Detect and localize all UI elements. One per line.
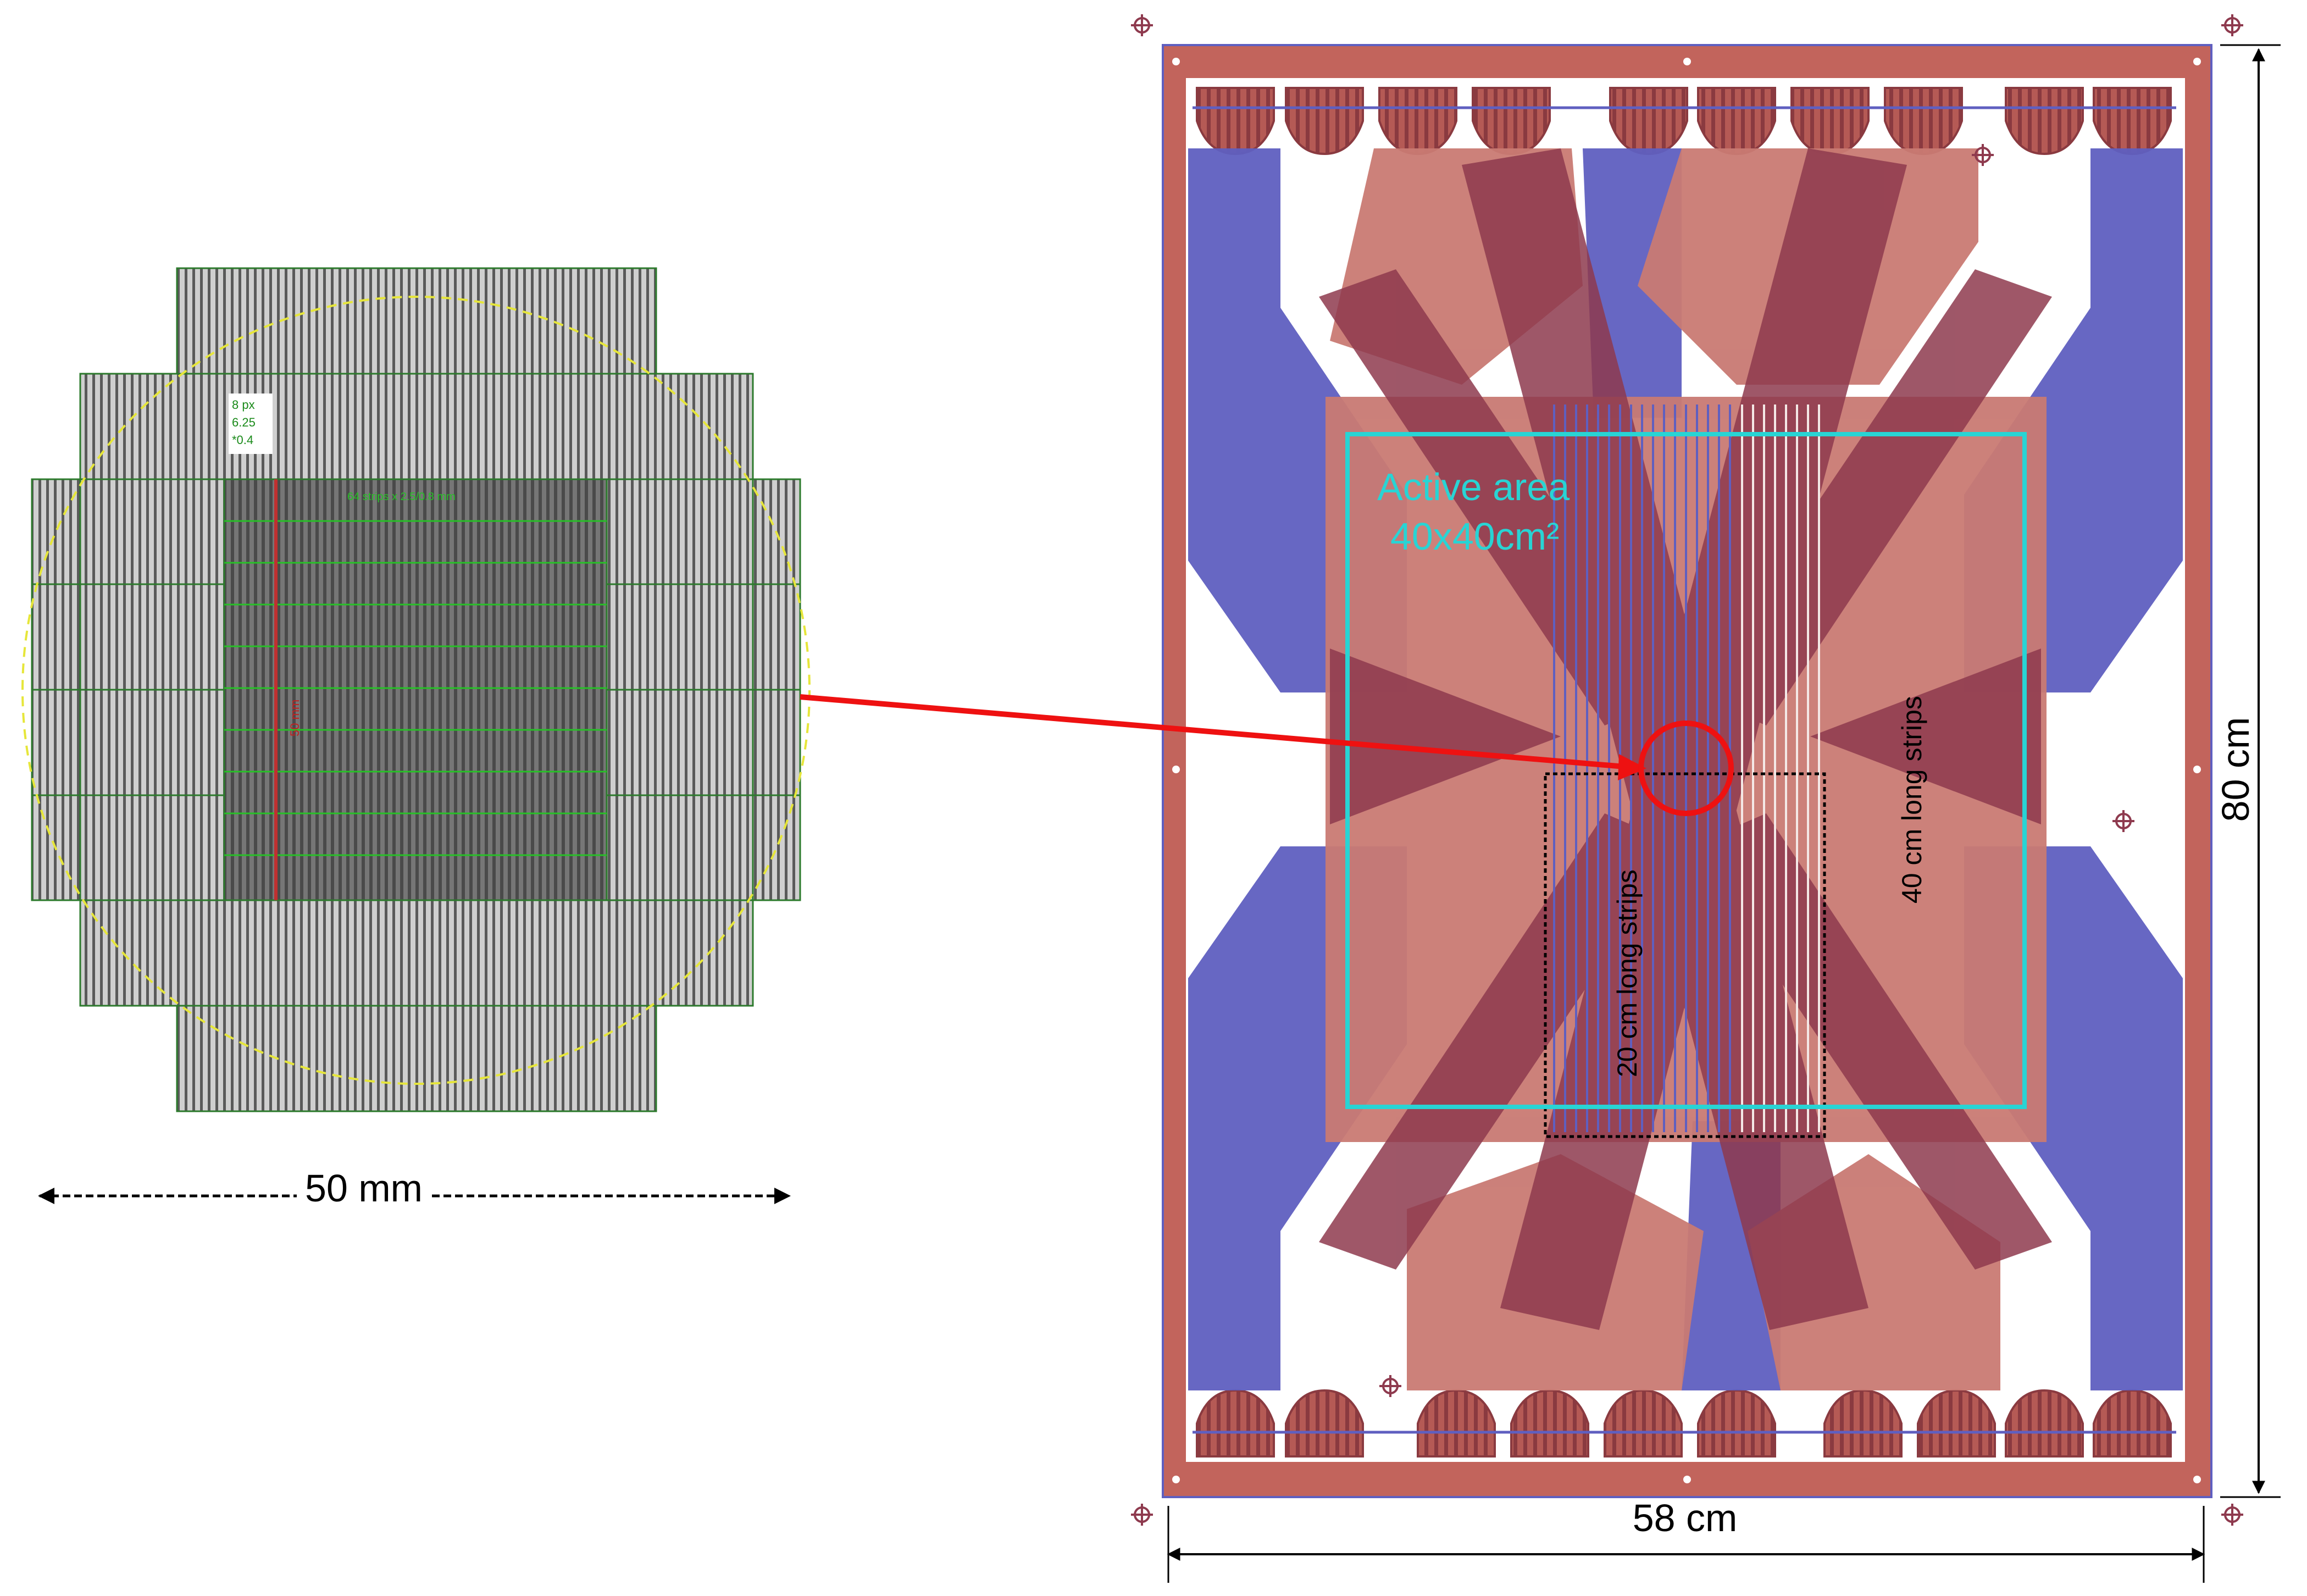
chip-pad-top <box>176 267 657 375</box>
bottom-connectors <box>1193 1389 2176 1458</box>
chip-core <box>223 478 608 901</box>
chip-inner-header: 64 strips x 2.5/0.8 mm <box>347 491 456 503</box>
chip-inset-box <box>229 394 273 454</box>
short-strips-label: 20 cm long strips <box>1612 869 1643 1077</box>
inset-line-2: 6.25 <box>232 415 256 429</box>
crosshair-icon <box>1131 14 1153 36</box>
board-width-label: 58 cm <box>1633 1497 1738 1539</box>
chip-vertical-label: 50 mm <box>288 700 302 736</box>
detector-board-view: Active area 40x40cm² 20 cm long strips 4… <box>1162 44 2212 1498</box>
crosshair-icon <box>2221 1504 2243 1526</box>
width-dimension-label: 50 mm <box>305 1167 423 1210</box>
dark-diagonal-bands <box>1319 148 2052 1330</box>
active-area-label: Active area <box>1377 465 1570 508</box>
chip-core-lines <box>224 520 607 856</box>
board-height-label: 80 cm <box>2214 717 2257 822</box>
active-area-frame <box>1345 432 2027 1109</box>
acceptance-ring <box>21 296 811 1085</box>
readout-chip-view: 50 mm 64 strips x 2.5/0.8 mm 8 px 6.25 *… <box>21 267 811 1216</box>
strip-lines-light <box>1741 404 1820 1132</box>
chip-pad-upper <box>79 373 754 480</box>
crosshair-icon <box>1379 1375 1401 1397</box>
chip-pad-lower <box>79 899 754 1007</box>
crosshair-icon <box>1131 1504 1153 1526</box>
crosshair-icon <box>1972 144 1994 166</box>
mounting-holes <box>1172 58 2201 1483</box>
crosshair-icon <box>2112 810 2134 832</box>
active-area-size: 40x40cm² <box>1390 515 1559 558</box>
inset-line-3: *0.4 <box>232 433 253 447</box>
long-strips-label: 40 cm long strips <box>1896 696 1927 904</box>
zoom-pointer <box>800 694 1734 816</box>
short-strip-region <box>1544 772 1826 1138</box>
crosshair-icon <box>2221 14 2243 36</box>
top-connectors <box>1186 82 2185 156</box>
crosshair-markers <box>1131 14 2243 1526</box>
chip-pad-bottom <box>176 1005 657 1112</box>
zoom-circle <box>1638 721 1734 816</box>
inset-line-1: 8 px <box>232 398 255 412</box>
board-dimensions: 58 cm 80 cm <box>1167 44 2281 1583</box>
